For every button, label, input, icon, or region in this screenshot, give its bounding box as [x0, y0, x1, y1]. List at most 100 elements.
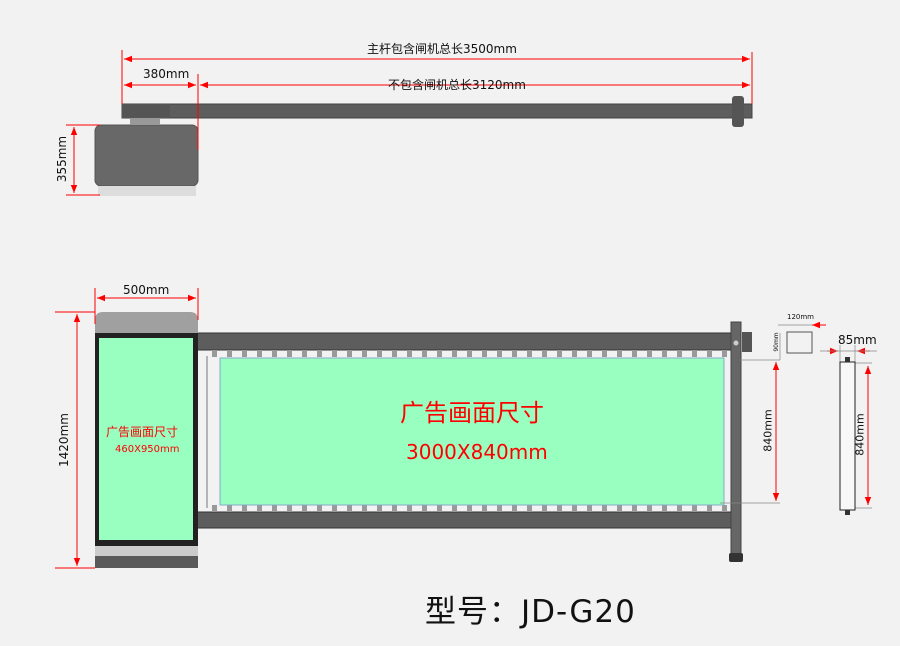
mesh-tick	[437, 505, 442, 512]
support-width-label: 120mm	[787, 313, 814, 321]
arm-top-bar	[195, 332, 737, 351]
mesh-tick	[347, 505, 352, 512]
mesh-tick	[542, 350, 547, 357]
mesh-tick	[287, 505, 292, 512]
mesh-tick	[647, 350, 652, 357]
mesh-tick	[257, 505, 262, 512]
cabinet-ad-title: 广告画面尺寸	[106, 425, 179, 439]
top-dimensions	[66, 50, 753, 196]
arm-panel-height-label: 840mm	[761, 409, 775, 452]
cabinet-ad-size: 460X950mm	[115, 444, 180, 455]
mesh-tick	[407, 505, 412, 512]
mesh-tick	[497, 505, 502, 512]
mesh-tick	[392, 350, 397, 357]
cabinet-height-label: 1420mm	[57, 413, 71, 467]
top-cabinet-height-label: 355mm	[55, 135, 69, 183]
mesh-tick	[272, 350, 277, 357]
cabinet-ad-panel	[99, 338, 193, 540]
mesh-tick	[377, 505, 382, 512]
arm-ad-panel	[219, 357, 725, 506]
mesh-tick	[497, 350, 502, 357]
mesh-tick	[722, 350, 727, 357]
mesh-tick	[392, 505, 397, 512]
mesh-tick	[557, 350, 562, 357]
mesh-tick	[527, 350, 532, 357]
mesh-tick	[602, 505, 607, 512]
mesh-tick	[542, 505, 547, 512]
mesh-tick	[452, 505, 457, 512]
mesh-tick	[482, 505, 487, 512]
arm-length-label: 不包含闸机总长3120mm	[388, 78, 526, 92]
top-arm	[121, 103, 753, 119]
top-arm-end-cap	[732, 96, 744, 127]
top-view	[66, 50, 753, 196]
mesh-tick	[212, 505, 217, 512]
mesh-tick	[317, 350, 322, 357]
model-label: 型号：JD-G20	[425, 594, 636, 630]
total-length-label: 主杆包含闸机总长3500mm	[367, 42, 517, 56]
mesh-tick	[557, 505, 562, 512]
mesh-tick	[512, 505, 517, 512]
mesh-tick	[692, 505, 697, 512]
mesh-tick	[617, 350, 622, 357]
mesh-tick	[482, 350, 487, 357]
mesh-tick	[677, 505, 682, 512]
mesh-tick	[587, 505, 592, 512]
mesh-tick	[467, 350, 472, 357]
side-height-label: 840mm	[853, 413, 867, 456]
mesh-tick	[272, 505, 277, 512]
mesh-tick	[647, 505, 652, 512]
mesh-tick	[242, 350, 247, 357]
arm-bottom-bar	[195, 511, 737, 529]
mesh-tick	[707, 350, 712, 357]
mesh-tick	[512, 350, 517, 357]
mesh-tick	[707, 505, 712, 512]
top-arm-joint	[122, 104, 170, 118]
mesh-tick	[662, 505, 667, 512]
arm-ad-size: 3000X840mm	[406, 440, 548, 464]
mesh-tick	[362, 505, 367, 512]
mesh-tick	[227, 350, 232, 357]
cabinet-width-label: 500mm	[123, 283, 170, 297]
top-cabinet-base	[98, 186, 196, 196]
mesh-tick	[212, 350, 217, 357]
side-width-label: 85mm	[838, 333, 877, 347]
mesh-tick	[257, 350, 262, 357]
mesh-tick	[377, 350, 382, 357]
mesh-tick	[422, 505, 427, 512]
mesh-tick	[527, 505, 532, 512]
support-height-label: 90mm	[773, 332, 780, 352]
mesh-tick	[317, 505, 322, 512]
mesh-tick	[362, 350, 367, 357]
front-view	[55, 288, 877, 569]
mesh-tick	[617, 505, 622, 512]
arm-end-post	[730, 321, 742, 556]
mesh-tick	[602, 350, 607, 357]
mesh-tick	[437, 350, 442, 357]
mesh-tick	[347, 350, 352, 357]
mesh-tick	[452, 350, 457, 357]
mesh-tick	[227, 505, 232, 512]
mesh-tick	[632, 505, 637, 512]
mesh-tick	[422, 350, 427, 357]
mesh-tick	[407, 350, 412, 357]
mesh-tick	[677, 350, 682, 357]
arm-ad-title: 广告画面尺寸	[400, 399, 544, 427]
mesh-tick	[587, 350, 592, 357]
mesh-tick	[467, 505, 472, 512]
arm-mesh-ticks	[212, 350, 727, 512]
mesh-tick	[302, 505, 307, 512]
mesh-tick	[302, 350, 307, 357]
mesh-tick	[572, 505, 577, 512]
mesh-tick	[632, 350, 637, 357]
mesh-tick	[332, 350, 337, 357]
mesh-tick	[722, 505, 727, 512]
front-dimensions	[55, 288, 872, 569]
support-block	[786, 331, 813, 354]
top-cabinet	[94, 124, 199, 187]
mesh-tick	[332, 505, 337, 512]
mesh-tick	[692, 350, 697, 357]
cabinet-top-cap	[95, 312, 198, 333]
mesh-tick	[242, 505, 247, 512]
